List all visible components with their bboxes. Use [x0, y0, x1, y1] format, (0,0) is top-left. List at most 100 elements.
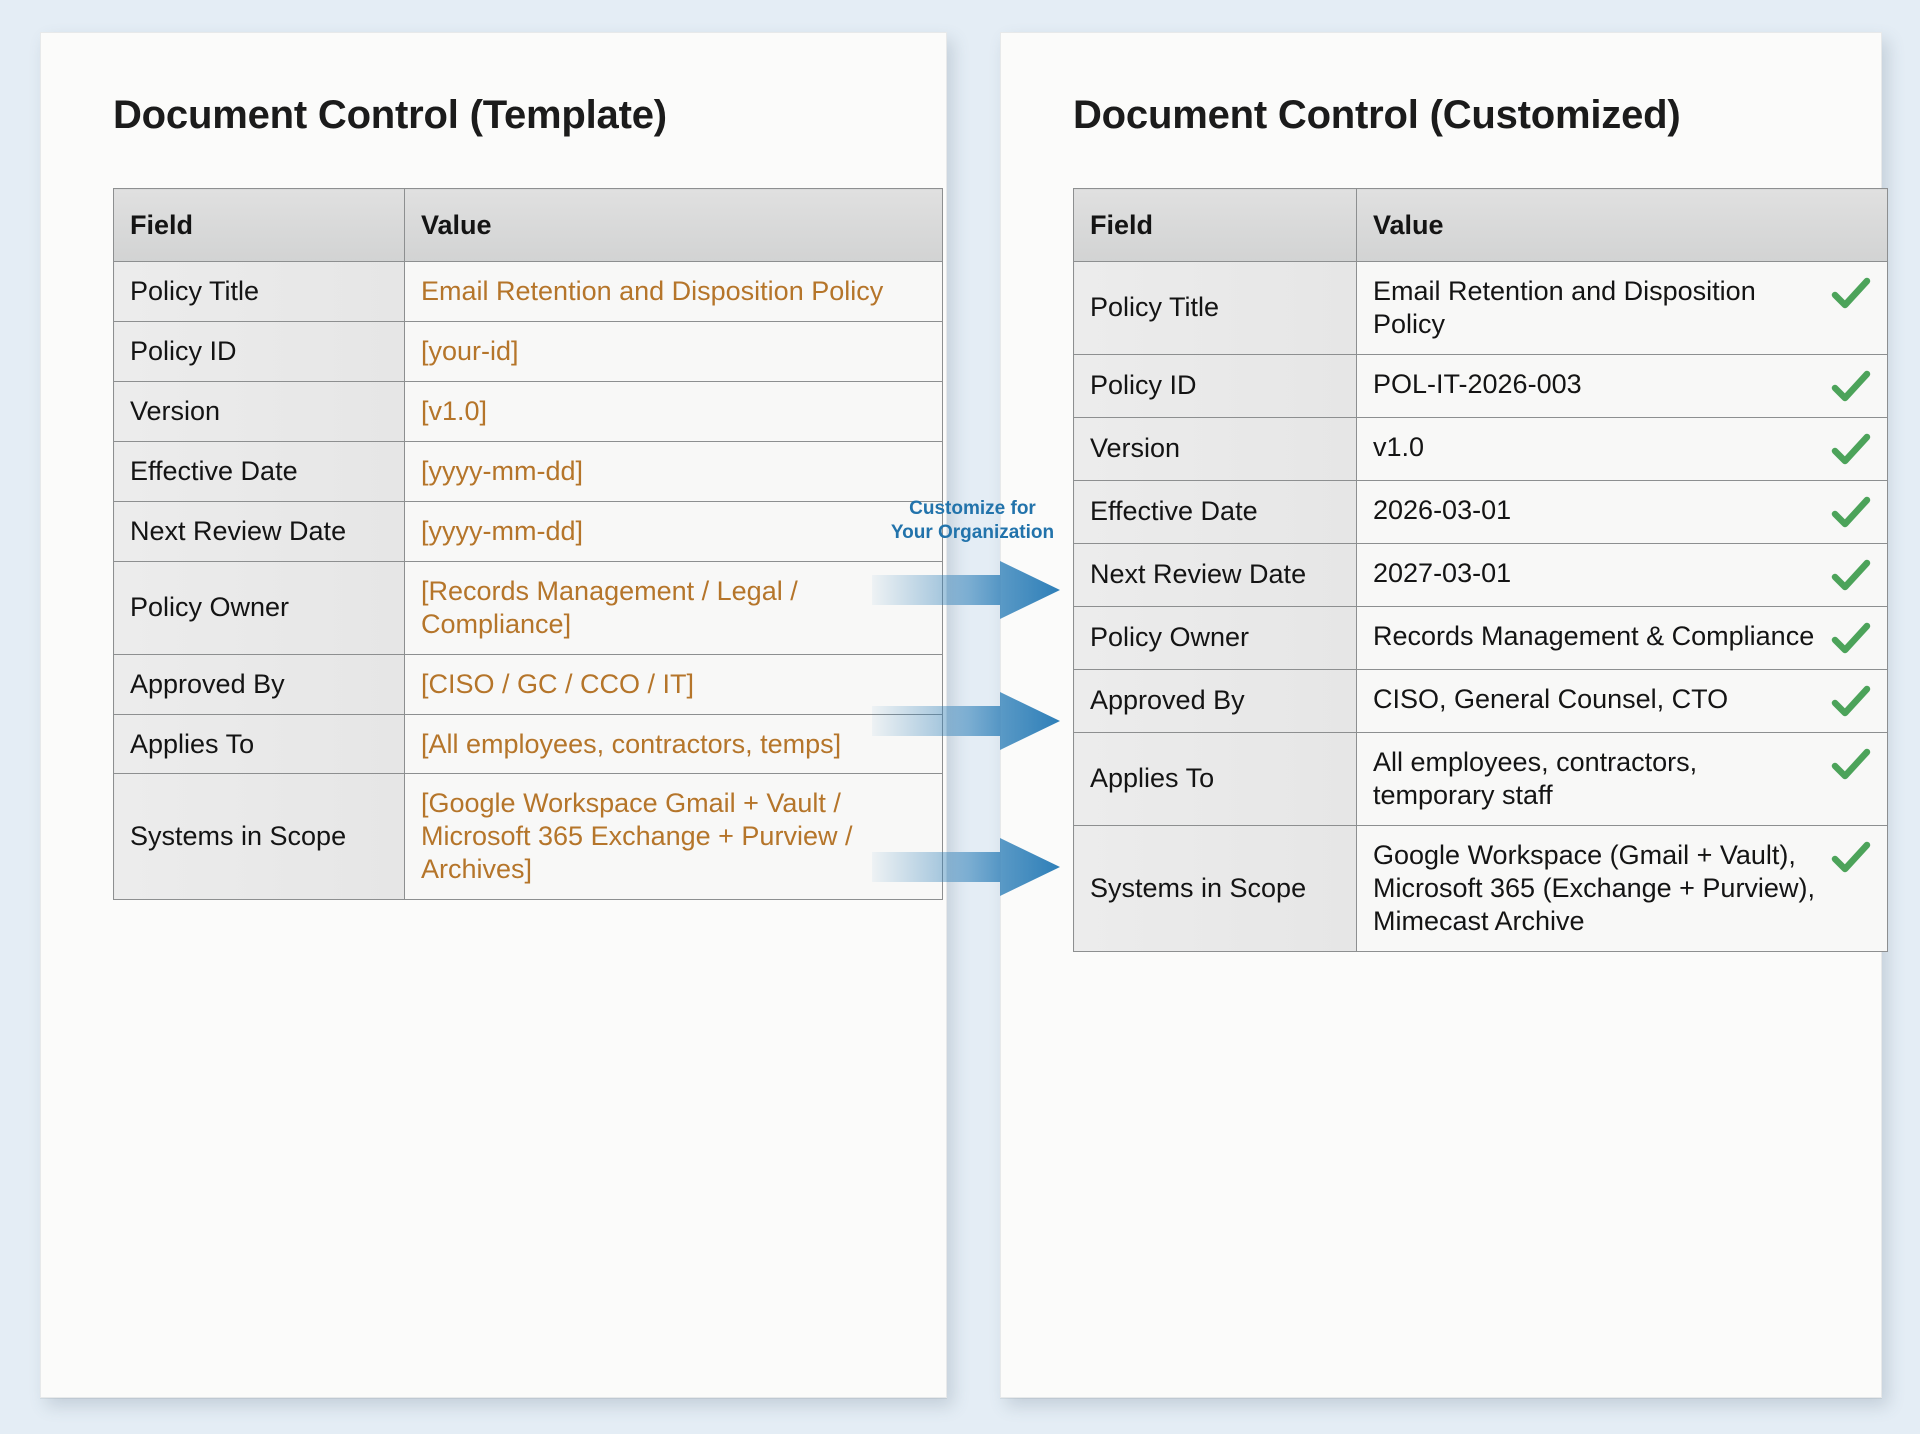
check-icon	[1831, 433, 1871, 467]
row-value-cell: POL-IT-2026-003	[1356, 353, 1888, 418]
column-header-field: Field	[1073, 188, 1357, 262]
row-value-text: Google Workspace (Gmail + Vault), Micros…	[1373, 839, 1815, 936]
row-field-label: Policy ID	[1073, 353, 1357, 418]
row-field-label: Approved By	[1073, 668, 1357, 733]
customized-panel: Document Control (Customized) Field Valu…	[1000, 32, 1888, 1398]
row-value-cell: v1.0	[1356, 416, 1888, 481]
connector-label-line-1: Customize for	[909, 498, 1036, 519]
row-value-cell: Email Retention and Disposition Policy	[404, 261, 943, 322]
row-value-text: CISO, General Counsel, CTO	[1373, 683, 1729, 714]
connector-label-line-2: Your Organization	[890, 521, 1055, 543]
row-value-text: 2026-03-01	[1373, 494, 1512, 525]
row-value-text: v1.0	[1373, 431, 1425, 462]
table-row: Version [v1.0]	[113, 380, 943, 442]
row-value-text: [yyyy-mm-dd]	[421, 455, 583, 486]
check-icon	[1831, 370, 1871, 404]
connector-label: Customize for Your Organization	[880, 497, 1065, 545]
row-value-text: 2027-03-01	[1373, 557, 1512, 588]
row-value-cell: Google Workspace (Gmail + Vault), Micros…	[1356, 824, 1888, 952]
table-row: Next Review Date 2027-03-01	[1073, 542, 1888, 607]
table-row: Policy Title Email Retention and Disposit…	[1073, 261, 1888, 355]
row-field-label: Policy Title	[113, 261, 405, 322]
row-value-cell: All employees, contractors, temporary st…	[1356, 731, 1888, 826]
arrow-right-icon	[872, 838, 1060, 896]
row-value-cell: [All employees, contractors, temps]	[404, 713, 943, 775]
row-field-label: Policy Owner	[1073, 605, 1357, 670]
row-field-label: Next Review Date	[113, 500, 405, 562]
table-header-row: Field Value	[113, 188, 943, 262]
row-value-cell: [your-id]	[404, 320, 943, 382]
column-header-value: Value	[404, 188, 943, 262]
row-field-label: Policy ID	[113, 320, 405, 382]
row-value-cell: CISO, General Counsel, CTO	[1356, 668, 1888, 733]
row-field-label: Next Review Date	[1073, 542, 1357, 607]
row-value-cell: [yyyy-mm-dd]	[404, 440, 943, 502]
arrow-right-icon	[872, 561, 1060, 619]
customized-panel-title: Document Control (Customized)	[1073, 93, 1681, 137]
check-icon	[1831, 559, 1871, 593]
check-icon	[1831, 277, 1871, 311]
row-field-label: Systems in Scope	[113, 773, 405, 901]
check-icon	[1831, 496, 1871, 530]
table-row: Policy Owner[Records Management / Legal …	[113, 560, 943, 655]
table-header-row: Field Value	[1073, 188, 1888, 262]
table-row: Approved By CISO, General Counsel, CTO	[1073, 668, 1888, 733]
row-field-label: Policy Title	[1073, 261, 1357, 355]
row-value-cell: [yyyy-mm-dd]	[404, 500, 943, 562]
column-header-value: Value	[1356, 188, 1888, 262]
row-field-label: Version	[1073, 416, 1357, 481]
row-value-text: All employees, contractors, temporary st…	[1373, 746, 1698, 810]
row-field-label: Effective Date	[1073, 479, 1357, 544]
table-row: Policy ID [your-id]	[113, 320, 943, 382]
check-icon	[1831, 685, 1871, 719]
row-value-text: Email Retention and Disposition Policy	[421, 276, 884, 306]
template-panel: Document Control (Template) Field Value …	[40, 32, 947, 1398]
customized-table: Field Value Policy Title Email Retention …	[1073, 188, 1888, 952]
table-row: Policy ID POL-IT-2026-003	[1073, 353, 1888, 418]
table-row: Effective Date 2026-03-01	[1073, 479, 1888, 544]
row-value-text: [Records Management / Legal / Compliance…	[421, 575, 798, 639]
row-value-text: [your-id]	[421, 335, 519, 366]
table-row: Policy Title Email Retention and Disposit…	[113, 261, 943, 322]
row-value-text: [CISO / GC / CCO / IT]	[421, 668, 695, 699]
row-value-text: [Google Workspace Gmail + Vault / Micros…	[421, 788, 853, 885]
row-value-text: Email Retention and Disposition Policy	[1373, 276, 1756, 339]
table-row: Approved By [CISO / GC / CCO / IT]	[113, 653, 943, 715]
table-row: Systems in Scope[Google Workspace Gmail …	[113, 773, 943, 901]
row-value-text: Records Management & Compliance	[1373, 620, 1815, 651]
template-table-head: Field Value	[113, 188, 943, 262]
row-value-cell: Records Management & Compliance	[1356, 605, 1888, 670]
row-value-cell: Email Retention and Disposition Policy	[1356, 261, 1888, 355]
row-field-label: Policy Owner	[113, 560, 405, 655]
check-icon	[1831, 748, 1871, 782]
table-row: Applies To[All employees, contractors, t…	[113, 713, 943, 775]
row-value-cell: 2027-03-01	[1356, 542, 1888, 607]
template-table: Field Value Policy Title Email Retention …	[113, 188, 943, 901]
check-icon	[1831, 622, 1871, 656]
table-row: Version v1.0	[1073, 416, 1888, 481]
row-field-label: Version	[113, 380, 405, 442]
template-panel-title: Document Control (Template)	[113, 93, 667, 137]
arrow-right-icon	[872, 692, 1060, 750]
table-row: Policy Owner Records Management & Complia…	[1073, 605, 1888, 670]
row-field-label: Effective Date	[113, 440, 405, 502]
row-value-text: POL-IT-2026-003	[1373, 368, 1582, 399]
row-value-text: [yyyy-mm-dd]	[421, 515, 583, 546]
row-value-cell: [Google Workspace Gmail + Vault / Micros…	[404, 773, 943, 901]
row-field-label: Systems in Scope	[1073, 824, 1357, 952]
row-value-cell: [Records Management / Legal / Compliance…	[404, 560, 943, 655]
customized-table-body: Policy Title Email Retention and Disposit…	[1073, 261, 1888, 952]
row-field-label: Approved By	[113, 653, 405, 715]
table-row: Next Review Date [yyyy-mm-dd]	[113, 500, 943, 562]
customized-table-head: Field Value	[1073, 188, 1888, 262]
row-field-label: Applies To	[1073, 731, 1357, 826]
column-header-field: Field	[113, 188, 405, 262]
row-value-cell: [v1.0]	[404, 380, 943, 442]
row-value-cell: [CISO / GC / CCO / IT]	[404, 653, 943, 715]
row-value-cell: 2026-03-01	[1356, 479, 1888, 544]
row-value-text: [v1.0]	[421, 395, 488, 426]
row-value-text: [All employees, contractors, temps]	[421, 728, 842, 759]
